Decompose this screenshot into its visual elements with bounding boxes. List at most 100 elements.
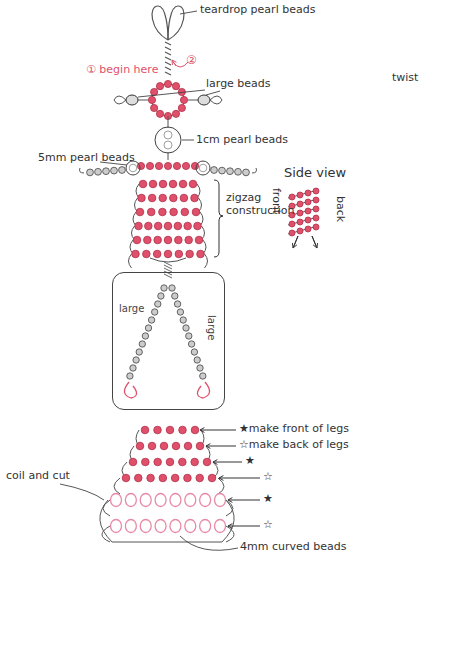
bead: [87, 169, 94, 176]
bead: [136, 208, 144, 216]
bead: [180, 96, 187, 103]
bead: [153, 250, 161, 258]
curved-bead: [140, 520, 151, 533]
bead: [305, 199, 311, 205]
bead: [159, 180, 167, 188]
bead: [178, 104, 185, 111]
wire: [165, 72, 171, 75]
annotation: teardrop pearl beads: [200, 4, 315, 17]
curved-bead: [200, 520, 211, 533]
bead: [172, 110, 179, 117]
bead: [169, 285, 175, 291]
curved-bead: [185, 520, 196, 533]
wire: [129, 254, 132, 268]
bead: [289, 221, 295, 227]
bead: [180, 317, 186, 323]
bead: [186, 333, 192, 339]
wire: [200, 430, 236, 431]
bead: [145, 222, 153, 230]
bead: [297, 228, 303, 234]
curved-bead: [170, 520, 181, 533]
wire: [180, 536, 238, 550]
wire: [150, 258, 186, 262]
bead: [142, 333, 148, 339]
curved-bead: [111, 520, 122, 533]
bead: [200, 373, 206, 379]
bead: [111, 167, 118, 174]
bead: [174, 222, 182, 230]
bead: [297, 192, 303, 198]
bead: [235, 168, 242, 175]
annotation: ★: [245, 455, 255, 468]
wire: [172, 60, 176, 66]
wire: [164, 274, 172, 278]
wire: [124, 382, 136, 398]
annotation: coil and cut: [6, 470, 70, 483]
wire: [180, 11, 197, 14]
curved-bead: [155, 494, 166, 507]
wire: [165, 47, 171, 50]
bead: [297, 210, 303, 216]
bead: [182, 162, 189, 169]
wire: [165, 52, 171, 55]
bead: [313, 206, 319, 212]
bead: [166, 458, 174, 466]
bead: [154, 426, 162, 434]
bead: [144, 236, 152, 244]
bead: [159, 474, 167, 482]
wire: [313, 243, 317, 248]
wire: [228, 498, 232, 503]
wire: [210, 96, 222, 104]
bead: [129, 458, 137, 466]
bead: [191, 194, 199, 202]
wire: [206, 444, 210, 449]
bead: [194, 357, 200, 363]
bead: [127, 373, 133, 379]
curved-bead: [170, 494, 181, 507]
bead: [164, 80, 171, 87]
wire: [168, 116, 169, 128]
curved-bead: [111, 494, 122, 507]
bead: [147, 208, 155, 216]
bead: [179, 426, 187, 434]
bead: [154, 236, 162, 244]
bead: [152, 309, 158, 315]
bead: [135, 222, 143, 230]
wire: [205, 254, 208, 268]
wire: [165, 62, 171, 65]
bead: [136, 349, 142, 355]
wire: [188, 100, 198, 101]
bead: [196, 474, 204, 482]
bead: [159, 194, 167, 202]
curved-bead: [200, 494, 211, 507]
bead: [151, 104, 158, 111]
bead: [133, 357, 139, 363]
bead: [172, 83, 179, 90]
bead: [199, 164, 207, 172]
bead: [129, 164, 137, 172]
annotation: ☆make back of legs: [239, 439, 349, 452]
bead: [192, 208, 200, 216]
bead: [164, 141, 172, 149]
bead: [130, 365, 136, 371]
bead: [175, 250, 183, 258]
annotation: ☆: [263, 519, 273, 532]
bead: [148, 442, 156, 450]
wire: [219, 476, 223, 481]
bead: [156, 83, 163, 90]
bead: [139, 341, 145, 347]
bead: [191, 458, 199, 466]
bead: [191, 349, 197, 355]
wire: [102, 526, 110, 542]
bead: [164, 222, 172, 230]
wire: [168, 6, 184, 40]
bead: [169, 180, 177, 188]
bead: [188, 341, 194, 347]
bead: [172, 442, 180, 450]
bead: [146, 162, 153, 169]
wire: [293, 236, 298, 248]
wire: [152, 84, 184, 116]
bead: [197, 365, 203, 371]
bead: [313, 197, 319, 203]
bead: [184, 222, 192, 230]
